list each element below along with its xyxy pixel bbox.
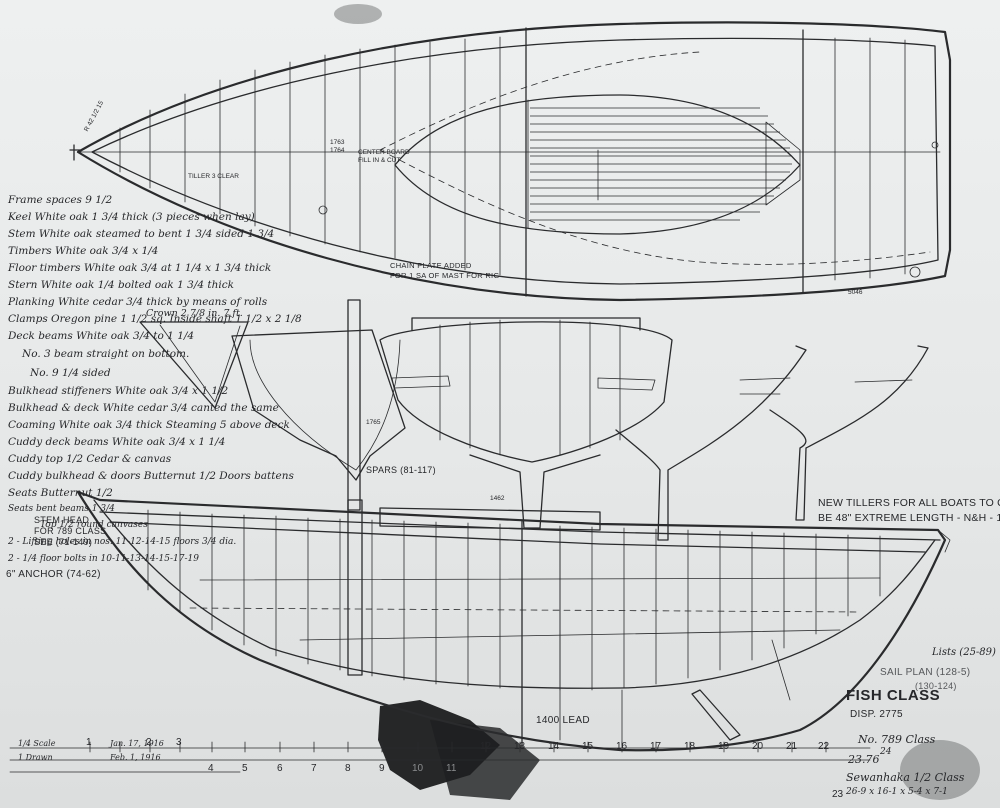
drawing-date: Jan. 17, 1916: [110, 739, 164, 748]
profile-mark: 1462: [490, 495, 505, 502]
tiller-note-line-2: BE 48" EXTREME LENGTH - N&H - 1916.: [818, 512, 1000, 524]
note-line: Bulkhead & deck White cedar 3/4 canted t…: [8, 402, 279, 414]
lists-reference: Lists (25-89): [932, 647, 996, 658]
station-number: 10: [412, 763, 424, 774]
sheet-sub-number: 24: [880, 747, 892, 757]
station-number: 2: [146, 737, 152, 748]
hull-profile: [76, 490, 951, 752]
note-line: Bulkhead stiffeners White oak 3/4 x 1 1/…: [8, 385, 229, 397]
station-number: 20: [752, 741, 764, 752]
station-number: 16: [616, 741, 628, 752]
note-line: Cuddy bulkhead & doors Butternut 1/2 Doo…: [8, 470, 294, 482]
paper-stain: [900, 740, 980, 800]
station-number: 22: [818, 741, 830, 752]
yard-name: Sewanhaka 1/2 Class: [846, 771, 965, 784]
class-number: No. 789 Class: [858, 733, 936, 746]
note-line: Top 1/2 round canvases: [40, 520, 148, 530]
station-number: 5: [242, 763, 248, 774]
station-number: 6: [277, 763, 283, 774]
sail-plan-reference: SAIL PLAN (128-5): [880, 667, 971, 678]
station-number: 13: [514, 741, 526, 752]
station-number: 7: [311, 763, 317, 774]
station-number: 14: [548, 741, 560, 752]
stem-head-callout: FOR 789 CLASS: [34, 526, 107, 536]
station-number: 23: [832, 789, 844, 800]
section-mark: 1764: [330, 147, 345, 154]
section-mark: 1765: [366, 419, 381, 426]
body-sections: [139, 299, 929, 541]
sail-plan-reference-2: (130-124): [915, 681, 957, 691]
stem-head-callout: SEE (71-149): [34, 537, 93, 547]
note-line: Seats bent beams 1 3/4: [8, 504, 115, 514]
tiller-callout: TILLER 3 CLEAR: [188, 173, 239, 180]
note-line: Timbers White oak 3/4 x 1/4: [8, 245, 159, 257]
note-line: Stern White oak 1/4 bolted oak 1 3/4 thi…: [8, 279, 234, 291]
station-number: 19: [718, 741, 730, 752]
note-line: Keel White oak 1 3/4 thick (3 pieces whe…: [8, 211, 255, 223]
scale-label: 1/4 Scale: [18, 739, 56, 748]
plan-mark: 5046: [848, 289, 863, 296]
note-line: Clamps Oregon pine 1 1/2 sq. Inside shaf…: [8, 313, 302, 325]
lead-keel-callout: 1400 LEAD: [536, 715, 590, 726]
station-number: 12: [480, 741, 492, 752]
plan-frames: [119, 36, 906, 281]
drawing-date: Feb. 1, 1916: [110, 753, 161, 762]
station-number: 15: [582, 741, 594, 752]
centerboard-callout: CENTER BOARD: [358, 149, 410, 156]
note-line: No. 9 1/4 sided: [30, 367, 111, 379]
chain-plate-callout: FOR 1 SA OF MAST FOR RIG: [390, 271, 500, 280]
anchor-callout: 6" ANCHOR (74-62): [6, 569, 101, 580]
section-mark: 1763: [330, 139, 345, 146]
station-number: 18: [684, 741, 696, 752]
station-number: 8: [345, 763, 351, 774]
paper-stain: [334, 4, 382, 24]
profile-frames: [147, 509, 881, 691]
station-number: 1: [86, 737, 92, 748]
note-line: No. 3 beam straight on bottom.: [22, 348, 190, 360]
deck-planking: [530, 107, 792, 221]
section-frames: [439, 319, 621, 456]
scale-label: 1 Drawn: [18, 753, 53, 762]
station-number: 3: [176, 737, 182, 748]
spars-callout: SPARS (81-117): [366, 465, 436, 475]
note-line: 2 - 1/4 floor bolts in 10-11-13-14-15-17…: [8, 554, 199, 564]
displacement: DISP. 2775: [850, 709, 903, 720]
note-line: Floor timbers White oak 3/4 at 1 1/4 x 1…: [8, 262, 272, 274]
station-number: 17: [650, 741, 662, 752]
tiller-note-line-1: NEW TILLERS FOR ALL BOATS TO ORIGINAL AN…: [818, 497, 1000, 509]
station-number: 11: [446, 763, 457, 774]
note-line: Frame spaces 9 1/2: [8, 194, 113, 206]
scale-bar: [9, 741, 871, 773]
note-line: Planking White cedar 3/4 thick by means …: [8, 296, 268, 308]
note-line: Deck beams White oak 3/4 to 1 1/4: [8, 330, 195, 342]
station-number: 21: [786, 741, 798, 752]
note-line: Stem White oak steamed to bent 1 3/4 sid…: [8, 228, 275, 240]
deck-plan: [69, 21, 952, 302]
note-line: Seats Butternut 1/2: [8, 487, 113, 499]
principal-dimensions: 26-9 x 16-1 x 5-4 x 7-1: [846, 787, 948, 797]
chain-plate-callout: CHAIN PLATE ADDED: [390, 261, 472, 270]
centerboard-callout: FILL IN & CUT: [358, 157, 401, 164]
note-line: Coaming White oak 3/4 thick Steaming 5 a…: [8, 419, 290, 431]
station-number: 4: [208, 763, 214, 774]
note-line: 2 - Lifting holes in nos. 11-12-14-15 fl…: [8, 537, 237, 547]
station-number: 9: [379, 763, 385, 774]
sheet-number: 23.76: [848, 753, 880, 766]
note-line: Cuddy top 1/2 Cedar & canvas: [8, 453, 172, 465]
note-line: Cuddy deck beams White oak 3/4 x 1 1/4: [8, 436, 226, 448]
crown-callout: Crown 2 7/8 in. 7 ft.: [146, 308, 243, 319]
class-title: FISH CLASS: [846, 687, 941, 704]
stem-head-callout: STEM HEAD: [34, 515, 90, 525]
